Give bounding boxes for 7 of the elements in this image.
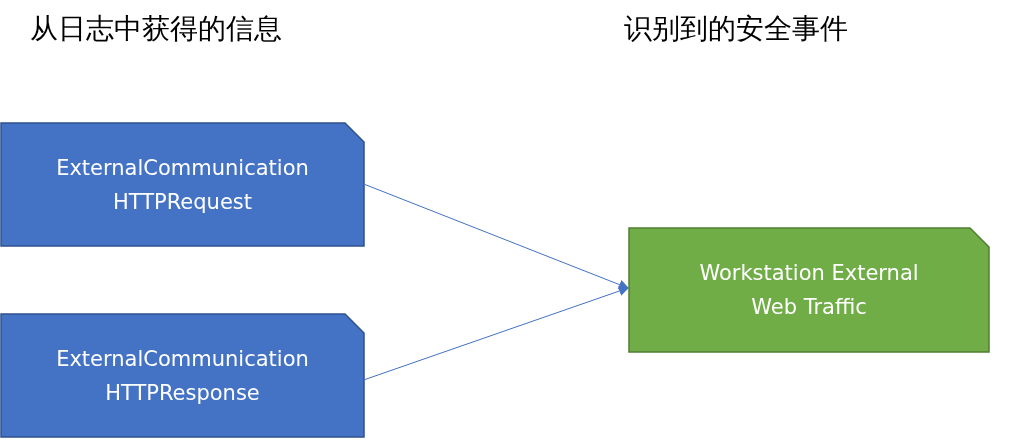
arrow — [364, 286, 629, 380]
column-heading: 从日志中获得的信息 — [30, 11, 282, 47]
arrow — [364, 184, 629, 290]
column-heading: 识别到的安全事件 — [624, 11, 848, 47]
process-box: ExternalCommunication HTTPRequest — [0, 122, 365, 247]
process-box: Workstation External Web Traffic — [628, 227, 990, 353]
process-box: ExternalCommunication HTTPResponse — [0, 313, 365, 438]
